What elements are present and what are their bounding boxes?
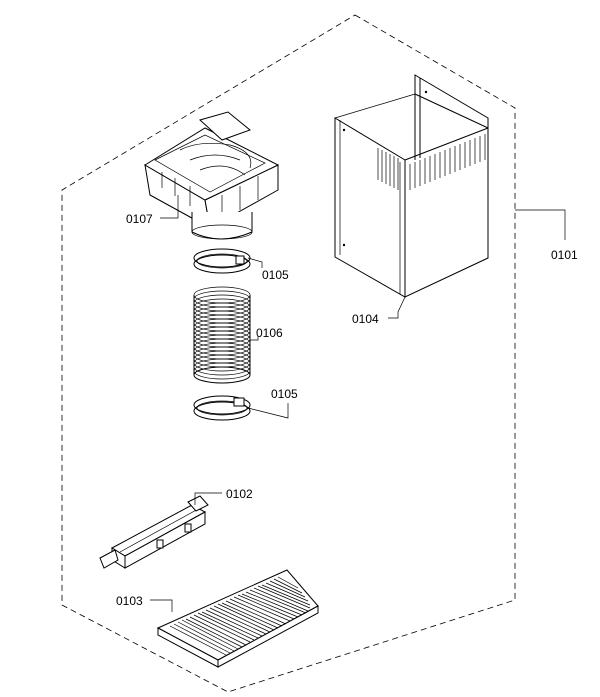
label-0107: 0107 — [126, 212, 153, 226]
label-0102: 0102 — [226, 487, 253, 501]
label-0104: 0104 — [352, 312, 379, 326]
hose-clamp-upper-part[interactable] — [193, 248, 251, 274]
label-0103: 0103 — [116, 594, 143, 608]
mounting-bracket-part[interactable] — [99, 495, 209, 569]
leader-lines — [150, 195, 566, 612]
label-0101: 0101 — [551, 248, 578, 262]
fan-housing-part[interactable] — [144, 111, 280, 240]
grease-filter-part[interactable] — [156, 569, 319, 668]
flexible-hose-part[interactable] — [193, 286, 251, 384]
label-0105-lower: 0105 — [271, 387, 298, 401]
hose-clamp-lower-part[interactable] — [193, 395, 251, 421]
chimney-cover-part[interactable] — [334, 74, 489, 298]
label-0105-upper: 0105 — [262, 268, 289, 282]
filter-mesh — [169, 576, 311, 656]
assembly-boundary — [61, 14, 516, 693]
vent-slots — [377, 134, 486, 190]
label-0106: 0106 — [256, 326, 283, 340]
